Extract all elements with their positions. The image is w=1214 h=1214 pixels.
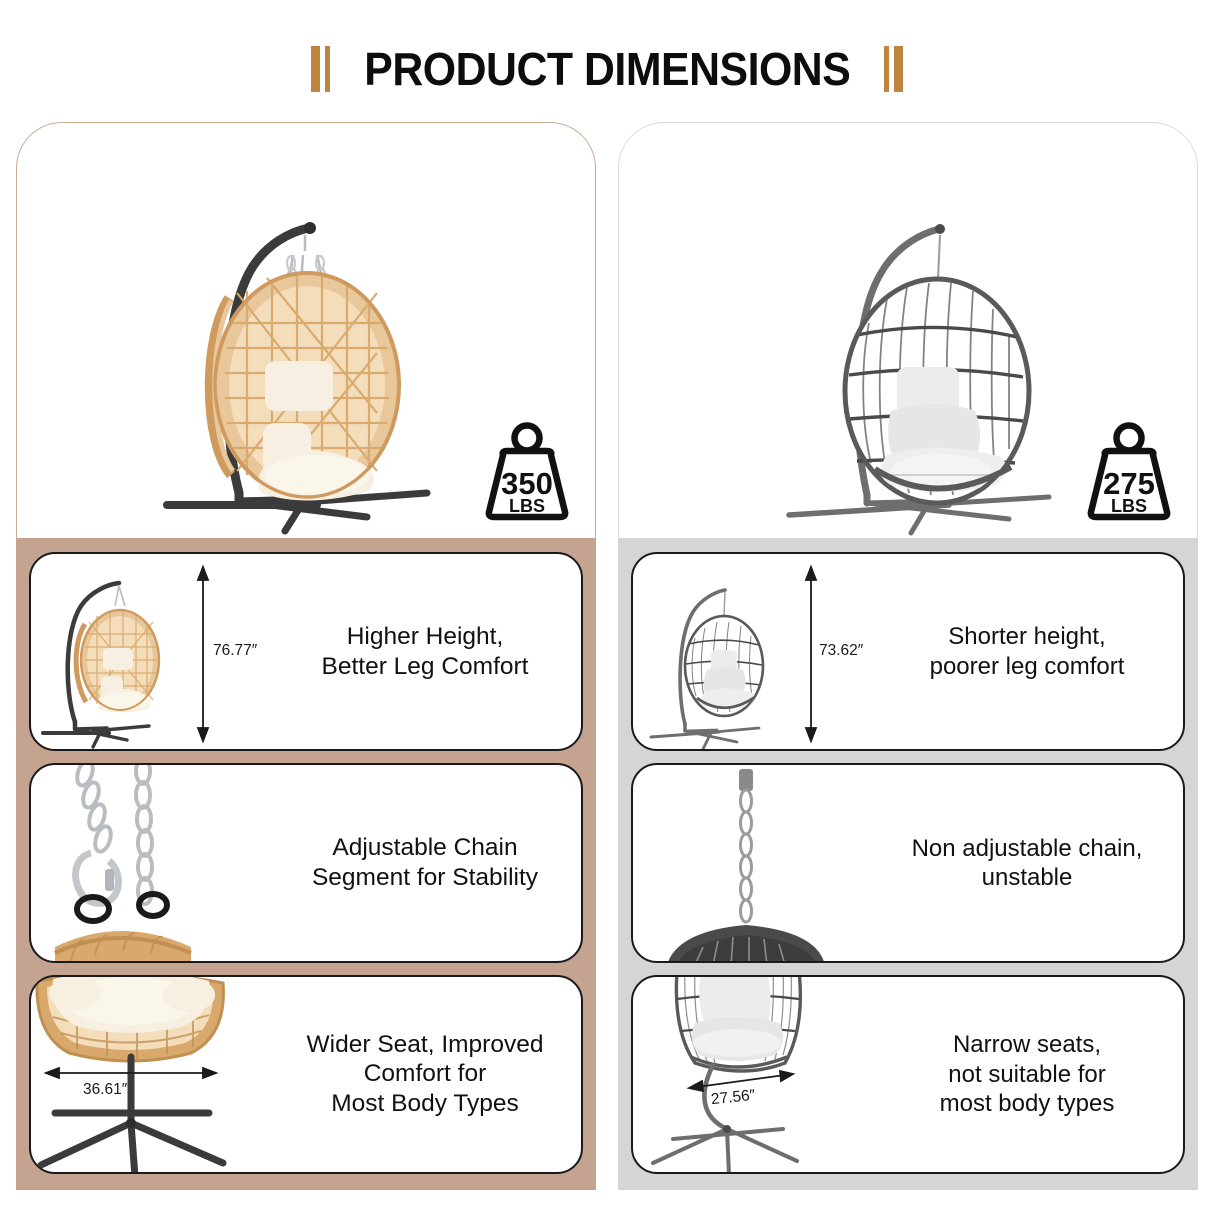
feature-line: Wider Seat, Improved [306, 1030, 544, 1058]
feature-text-seat-left: Wider Seat, Improved Comfort for Most Bo… [281, 1030, 581, 1120]
panel-competitor-product: 275 LBS [618, 122, 1198, 1190]
feature-line: Comfort for [363, 1060, 487, 1088]
feature-text-height-right: Shorter height, poorer leg comfort [883, 622, 1183, 681]
feature-card-height-right: 73.62″ Shorter height, poorer leg comfor… [631, 552, 1185, 752]
feature-card-seat-right: 27.56″ Narrow seats, not suitable for mo… [631, 974, 1185, 1174]
figure-seat-width-tan: 36.61″ [31, 976, 281, 1172]
feature-text-chain-left: Adjustable Chain Segment for Stability [281, 833, 581, 893]
dimension-label-height-right: 73.62″ [819, 642, 864, 659]
hero-image-tan-chair [17, 123, 595, 540]
feature-line: Better Leg Comfort [321, 652, 529, 680]
weight-capacity-badge-left: 350 LBS [473, 418, 581, 526]
feature-line: Segment for Stability [311, 863, 539, 891]
badge-weight-unit-right: LBS [1111, 496, 1147, 516]
feature-line: Shorter height, [948, 623, 1106, 651]
feature-line: Adjustable Chain [332, 834, 518, 862]
dimension-label-width-left: 36.61″ [83, 1080, 128, 1098]
title-decoration-right [884, 45, 904, 93]
feature-line: most body types [939, 1089, 1115, 1117]
feature-line: not suitable for [948, 1060, 1106, 1088]
feature-list-left: 76.77″ Higher Height, Better Leg Comfort [16, 538, 596, 1190]
badge-weight-value-right: 275 [1103, 466, 1155, 501]
feature-card-height-left: 76.77″ Higher Height, Better Leg Comfort [29, 552, 583, 752]
figure-adjustable-chain [31, 765, 281, 961]
weight-capacity-badge-right: 275 LBS [1075, 418, 1183, 526]
feature-line: unstable [981, 863, 1073, 891]
figure-chair-height-tan: 76.77″ [31, 554, 281, 749]
dimension-label-height-left: 76.77″ [213, 642, 258, 659]
feature-line: Non adjustable chain, [911, 834, 1143, 862]
deco-bar-thick [894, 46, 904, 92]
deco-bar-thin [884, 46, 890, 92]
feature-list-right: 73.62″ Shorter height, poorer leg comfor… [618, 538, 1198, 1190]
feature-line: poorer leg comfort [929, 652, 1125, 680]
deco-bar-thick [310, 46, 320, 92]
feature-line: Most Body Types [331, 1090, 519, 1118]
comparison-panels: 350 LBS [16, 122, 1198, 1190]
badge-weight-unit-left: LBS [509, 496, 545, 516]
figure-non-adjustable-chain [633, 765, 883, 961]
feature-line: Higher Height, [346, 622, 504, 650]
feature-card-seat-left: 36.61″ Wider Seat, Improved Comfort for … [29, 974, 583, 1174]
feature-line: Narrow seats, [952, 1031, 1102, 1059]
title-decoration-left [310, 45, 330, 93]
page-title-bar: PRODUCT DIMENSIONS [0, 36, 1214, 102]
figure-chair-height-gray: 73.62″ [633, 554, 883, 750]
deco-bar-thin [324, 46, 330, 92]
feature-card-chain-left: Adjustable Chain Segment for Stability [29, 763, 583, 963]
feature-card-chain-right: Non adjustable chain, unstable [631, 763, 1185, 963]
badge-weight-value-left: 350 [501, 466, 553, 501]
hero-section-left: 350 LBS [16, 122, 596, 540]
panel-our-product: 350 LBS [16, 122, 596, 1190]
feature-text-seat-right: Narrow seats, not suitable for most body… [883, 1030, 1183, 1118]
hero-section-right: 275 LBS [618, 122, 1198, 540]
hero-image-gray-chair [619, 123, 1197, 540]
figure-seat-width-gray: 27.56″ [633, 976, 883, 1172]
feature-text-height-left: Higher Height, Better Leg Comfort [281, 622, 581, 682]
page-title: PRODUCT DIMENSIONS [363, 43, 851, 95]
feature-text-chain-right: Non adjustable chain, unstable [883, 834, 1183, 893]
